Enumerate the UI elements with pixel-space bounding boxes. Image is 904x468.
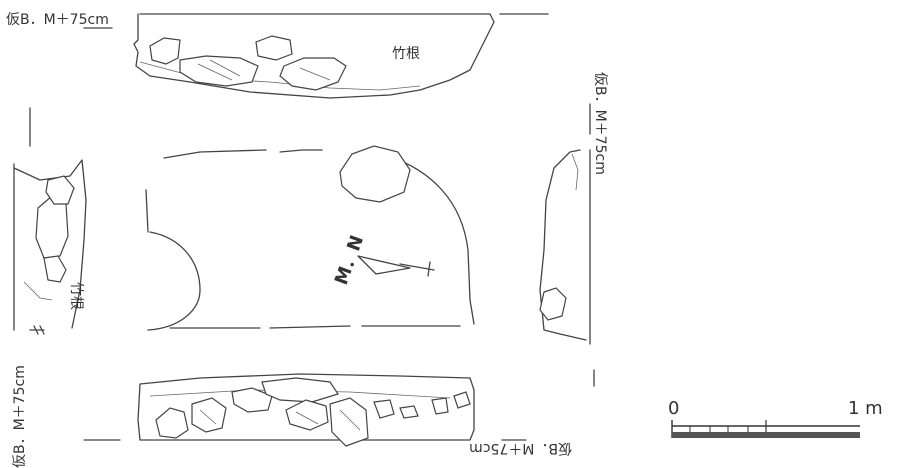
stone <box>155 407 189 439</box>
left-elevation: 竹根 仮B．M＋75cm <box>12 107 87 468</box>
stone <box>431 397 449 415</box>
plan-edge-bottom <box>169 325 461 329</box>
stone-hatch <box>197 59 331 81</box>
left-base-hatch <box>29 325 45 335</box>
bamboo-root-label-top: 竹根 <box>392 46 420 62</box>
scale-bar: 0 1 m <box>668 398 883 438</box>
bm-label-bottom: 仮B．M＋75cm <box>469 440 572 456</box>
stone <box>285 399 329 431</box>
stone <box>35 195 69 259</box>
scale-end-label: 1 m <box>848 398 883 419</box>
stone <box>43 255 67 283</box>
plan-edge-left-arc <box>145 189 201 331</box>
stone <box>149 37 181 65</box>
plan-edge-top-left <box>163 149 267 159</box>
bottom-elevation: 仮B．M＋75cm <box>83 369 595 456</box>
bm-label-left: 仮B．M＋75cm <box>12 365 28 468</box>
north-arrow: M．N <box>331 233 435 288</box>
stone <box>255 35 293 61</box>
stone <box>179 55 259 87</box>
stone-hatch <box>199 409 361 431</box>
scale-bar-fill <box>672 432 860 438</box>
left-fill-line <box>23 281 53 301</box>
stone <box>453 391 471 409</box>
top-section-outline <box>133 13 495 99</box>
north-arrow-cross <box>427 261 431 277</box>
right-elevation: 仮B．M＋75cm <box>539 72 608 345</box>
bm-label-right: 仮B．M＋75cm <box>592 72 608 175</box>
stone <box>45 175 75 205</box>
plan-view <box>145 145 475 331</box>
bm-label-top: 仮B．M＋75cm <box>6 12 109 28</box>
north-arrow-head <box>357 255 411 275</box>
bottom-section-outline <box>137 373 475 441</box>
right-fill-line <box>571 153 579 191</box>
scale-zero-label: 0 <box>668 398 679 419</box>
stone <box>539 287 567 321</box>
stone <box>339 145 411 203</box>
stone <box>373 399 395 419</box>
bamboo-root-label-left: 竹根 <box>68 282 84 310</box>
stone <box>399 405 419 419</box>
north-arrow-shaft <box>399 263 435 271</box>
stone <box>191 397 227 433</box>
stone <box>231 387 273 413</box>
right-section-outline <box>539 149 587 341</box>
stone <box>329 397 369 447</box>
stone <box>279 57 347 91</box>
top-elevation: 仮B．M＋75cm 竹根 <box>6 12 549 99</box>
plan-edge-top-mid <box>279 149 323 153</box>
stone <box>261 377 339 403</box>
